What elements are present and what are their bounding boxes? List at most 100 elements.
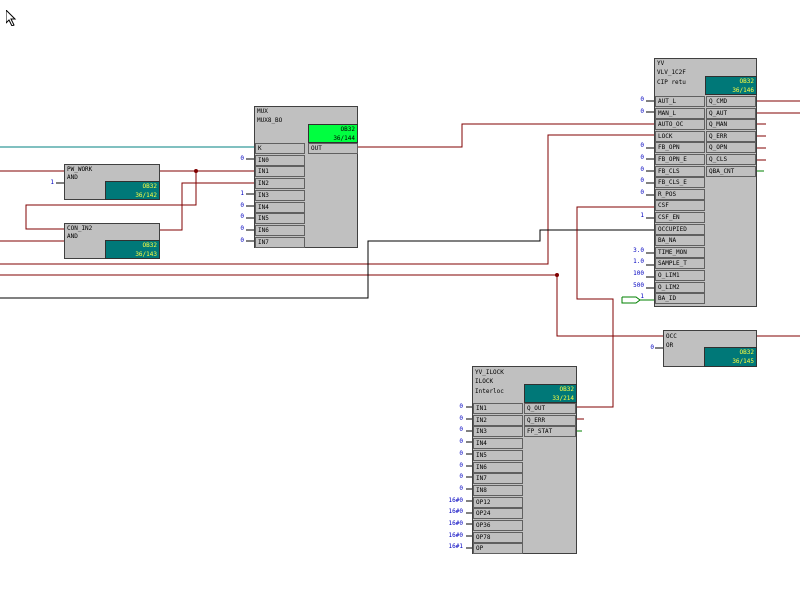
const-value[interactable]: 100 (633, 270, 644, 277)
pin-in[interactable]: OP24 (473, 508, 523, 519)
pin-out[interactable]: FP_STAT (524, 426, 576, 437)
block-type: AND (67, 233, 78, 240)
const-value[interactable]: 1 (640, 293, 644, 300)
pin-in[interactable]: IN5 (473, 450, 523, 461)
const-value[interactable]: 16#0 (448, 508, 463, 515)
const-value[interactable]: 0 (459, 415, 463, 422)
ob-label: OB32 (142, 183, 157, 190)
pin-in[interactable]: OP (473, 543, 523, 554)
pin-in[interactable]: LOCK (655, 131, 705, 142)
const-value[interactable]: 0 (640, 166, 644, 173)
pin-in[interactable]: O_LIM1 (655, 270, 705, 281)
const-value[interactable]: 16#0 (448, 497, 463, 504)
pin-in[interactable]: IN8 (473, 485, 523, 496)
pin-out[interactable]: Q_CLS (706, 154, 756, 165)
block-type: ILOCK (475, 378, 494, 385)
pin-in[interactable]: FB_OPN (655, 142, 705, 153)
pin-out[interactable]: Q_ERR (524, 415, 576, 426)
pin-in[interactable]: O_LIM2 (655, 282, 705, 293)
pin-in[interactable]: IN6 (473, 462, 523, 473)
block-con-in2[interactable]: CON_IN2 AND OB32 36/143 (64, 223, 160, 259)
const-value[interactable]: 1 (640, 212, 644, 219)
const-value[interactable]: 0 (459, 485, 463, 492)
pin-in[interactable]: K (255, 143, 305, 154)
pin-in[interactable]: OP12 (473, 497, 523, 508)
ob-badge: OB32 36/142 (105, 181, 160, 200)
run-sequence: 36/142 (135, 192, 157, 199)
const-value[interactable]: 16#0 (448, 532, 463, 539)
pin-out[interactable]: Q_CMD (706, 96, 756, 107)
pin-in[interactable]: IN2 (473, 415, 523, 426)
pin-in[interactable]: CSF_EN (655, 212, 705, 223)
ob-label: OB32 (340, 126, 355, 133)
pin-in[interactable]: IN6 (255, 225, 305, 236)
pin-in[interactable]: IN4 (473, 438, 523, 449)
const-value[interactable]: 0 (459, 473, 463, 480)
const-value[interactable]: 0 (240, 225, 244, 232)
pin-in[interactable]: IN1 (255, 166, 305, 177)
block-name: YV (657, 60, 665, 67)
pin-in[interactable]: FB_OPN_E (655, 154, 705, 165)
pin-in[interactable]: IN4 (255, 202, 305, 213)
pin-in[interactable]: IN3 (255, 190, 305, 201)
pin-in[interactable]: FB_CLS_E (655, 177, 705, 188)
const-value[interactable]: 0 (240, 237, 244, 244)
pin-out[interactable]: Q_ERR (706, 131, 756, 142)
const-value[interactable]: 0 (240, 202, 244, 209)
pin-in[interactable]: IN7 (473, 473, 523, 484)
pin-in[interactable]: BA_NA (655, 235, 705, 246)
ob-label: OB32 (559, 386, 574, 393)
pin-in[interactable]: BA_ID (655, 293, 705, 304)
pin-in[interactable]: CSF (655, 200, 705, 211)
const-value[interactable]: 0 (240, 155, 244, 162)
pin-in[interactable]: OP36 (473, 520, 523, 531)
const-value[interactable]: 3.0 (633, 247, 644, 254)
ob-badge: OB32 36/143 (105, 240, 160, 259)
const-value[interactable]: 1 (50, 179, 54, 186)
const-value[interactable]: 0 (650, 344, 654, 351)
const-value[interactable]: 0 (640, 189, 644, 196)
pin-out[interactable]: Q_OUT (524, 403, 576, 414)
const-value[interactable]: 1 (240, 190, 244, 197)
const-value[interactable]: 0 (459, 403, 463, 410)
pin-in[interactable]: IN1 (473, 403, 523, 414)
const-value[interactable]: 0 (640, 177, 644, 184)
const-value[interactable]: 16#1 (448, 543, 463, 550)
pin-out[interactable]: OUT (308, 143, 358, 154)
const-value[interactable]: 0 (240, 213, 244, 220)
pin-in[interactable]: IN5 (255, 213, 305, 224)
block-pw-work[interactable]: PW_WORK AND OB32 36/142 (64, 164, 160, 200)
pin-out[interactable]: QBA_CNT (706, 166, 756, 177)
pin-in[interactable]: TIME_MON (655, 247, 705, 258)
const-value[interactable]: 0 (640, 142, 644, 149)
pin-in[interactable]: IN7 (255, 237, 305, 248)
pin-in[interactable]: OCCUPIED (655, 224, 705, 235)
const-value[interactable]: 0 (640, 154, 644, 161)
pin-in[interactable]: MAN_L (655, 108, 705, 119)
pin-in[interactable]: AUT_L (655, 96, 705, 107)
pin-in[interactable]: OP78 (473, 532, 523, 543)
const-value[interactable]: 16#0 (448, 520, 463, 527)
pin-in[interactable]: IN0 (255, 155, 305, 166)
const-value[interactable]: 0 (459, 462, 463, 469)
const-value[interactable]: 0 (640, 96, 644, 103)
const-value[interactable]: 0 (459, 426, 463, 433)
pin-in[interactable]: IN3 (473, 426, 523, 437)
const-value[interactable]: 500 (633, 282, 644, 289)
pin-out[interactable]: Q_OPN (706, 142, 756, 153)
pin-in[interactable]: IN2 (255, 178, 305, 189)
const-value[interactable]: 0 (640, 108, 644, 115)
pin-in[interactable]: SAMPLE_T (655, 258, 705, 269)
const-value[interactable]: 0 (459, 450, 463, 457)
const-value[interactable]: 0 (459, 438, 463, 445)
pin-in[interactable]: R_POS (655, 189, 705, 200)
pin-out[interactable]: Q_AUT (706, 108, 756, 119)
block-occ[interactable]: OCC OR OB32 36/145 (663, 330, 757, 367)
pin-in[interactable]: AUTO_OC (655, 119, 705, 130)
pin-in[interactable]: FB_CLS (655, 166, 705, 177)
pin-out[interactable]: Q_MAN (706, 119, 756, 130)
const-value[interactable]: 1.0 (633, 258, 644, 265)
